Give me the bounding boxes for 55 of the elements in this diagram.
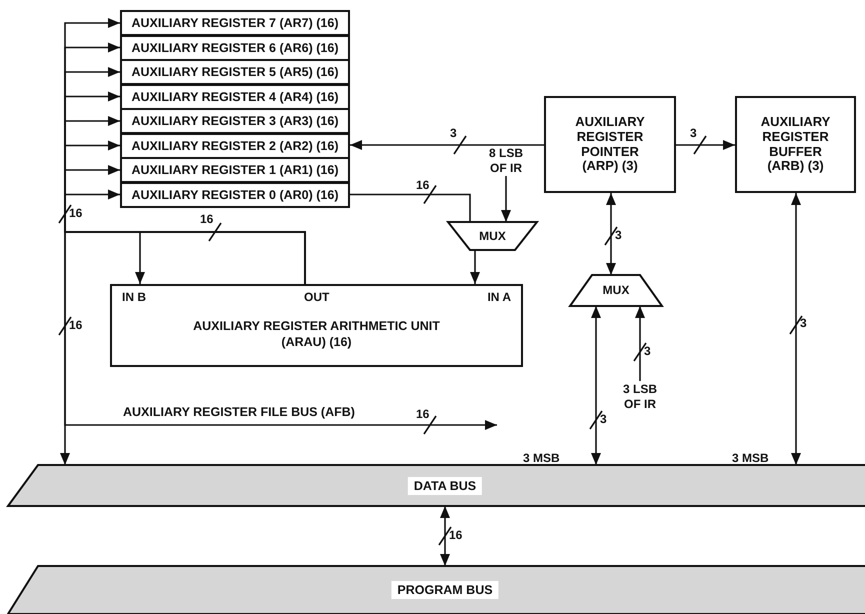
signal-label: 8 LSB OF IR bbox=[488, 146, 524, 175]
bus-label: DATA BUS bbox=[408, 476, 482, 494]
register-label: AUXILIARY REGISTER POINTER (ARP) (3) bbox=[574, 114, 646, 174]
port-label: IN B bbox=[122, 290, 146, 304]
connector-arrow bbox=[470, 250, 480, 284]
register-box bbox=[120, 34, 350, 60]
edge-label: AUXILIARY REGISTER FILE BUS (AFB) bbox=[123, 405, 355, 419]
signal-label: 3 LSB OF IR bbox=[622, 382, 658, 411]
register-label: AUXILIARY REGISTER 1 (AR1) (16) bbox=[132, 163, 338, 177]
register-box bbox=[120, 108, 350, 134]
connector-arrow bbox=[501, 176, 511, 222]
connector-arrow bbox=[440, 506, 450, 566]
port-label: OUT bbox=[304, 290, 330, 304]
register-box bbox=[120, 182, 350, 208]
register-box bbox=[120, 59, 350, 85]
register-box bbox=[120, 157, 350, 183]
register-box bbox=[120, 10, 350, 36]
bus-width: 3 bbox=[615, 228, 622, 242]
connector-arrow bbox=[591, 306, 601, 465]
connector-arrow bbox=[350, 140, 544, 150]
bus-width: 16 bbox=[449, 528, 462, 542]
bus-width: 3 bbox=[600, 412, 607, 426]
bus-width: 3 bbox=[450, 126, 457, 140]
register-box bbox=[120, 132, 350, 158]
register-label: AUXILIARY REGISTER 3 (AR3) (16) bbox=[132, 114, 338, 128]
register-box bbox=[735, 96, 856, 193]
arithmetic-unit-box bbox=[110, 284, 523, 367]
bus-width: 16 bbox=[416, 407, 430, 421]
connector-arrow bbox=[635, 306, 645, 381]
bus-width: 3 bbox=[800, 316, 807, 330]
register-label: AUXILIARY REGISTER 7 (AR7) (16) bbox=[132, 16, 338, 30]
register-label: AUXILIARY REGISTER 0 (AR0) (16) bbox=[132, 188, 338, 202]
connector-arrow bbox=[64, 231, 497, 430]
bus-width: 3 bbox=[644, 344, 651, 358]
register-box bbox=[120, 84, 350, 110]
bus-width: 16 bbox=[69, 318, 82, 332]
connector-arrow bbox=[676, 140, 735, 150]
register-label: AUXILIARY REGISTER 5 (AR5) (16) bbox=[132, 65, 338, 79]
bus-width: 16 bbox=[69, 206, 82, 220]
bus-width: 16 bbox=[416, 178, 430, 192]
register-box bbox=[544, 96, 676, 193]
connector-arrow bbox=[606, 193, 616, 275]
mux-label: MUX bbox=[478, 228, 507, 244]
bus-width: 3 bbox=[690, 126, 697, 140]
bit-label: 3 MSB bbox=[732, 451, 769, 465]
register-label: AUXILIARY REGISTER BUFFER (ARB) (3) bbox=[760, 114, 832, 174]
bit-label: 3 MSB bbox=[523, 451, 560, 465]
connector-arrow bbox=[791, 193, 801, 465]
unit-label: AUXILIARY REGISTER ARITHMETIC UNIT (ARAU) (16) bbox=[192, 318, 441, 350]
register-label: AUXILIARY REGISTER 2 (AR2) (16) bbox=[132, 138, 338, 152]
port-label: IN A bbox=[487, 290, 511, 304]
bus-width: 16 bbox=[200, 212, 214, 226]
register-label: AUXILIARY REGISTER 4 (AR4) (16) bbox=[132, 90, 338, 104]
bus-label: PROGRAM BUS bbox=[391, 581, 499, 599]
register-label: AUXILIARY REGISTER 6 (AR6) (16) bbox=[132, 40, 338, 54]
